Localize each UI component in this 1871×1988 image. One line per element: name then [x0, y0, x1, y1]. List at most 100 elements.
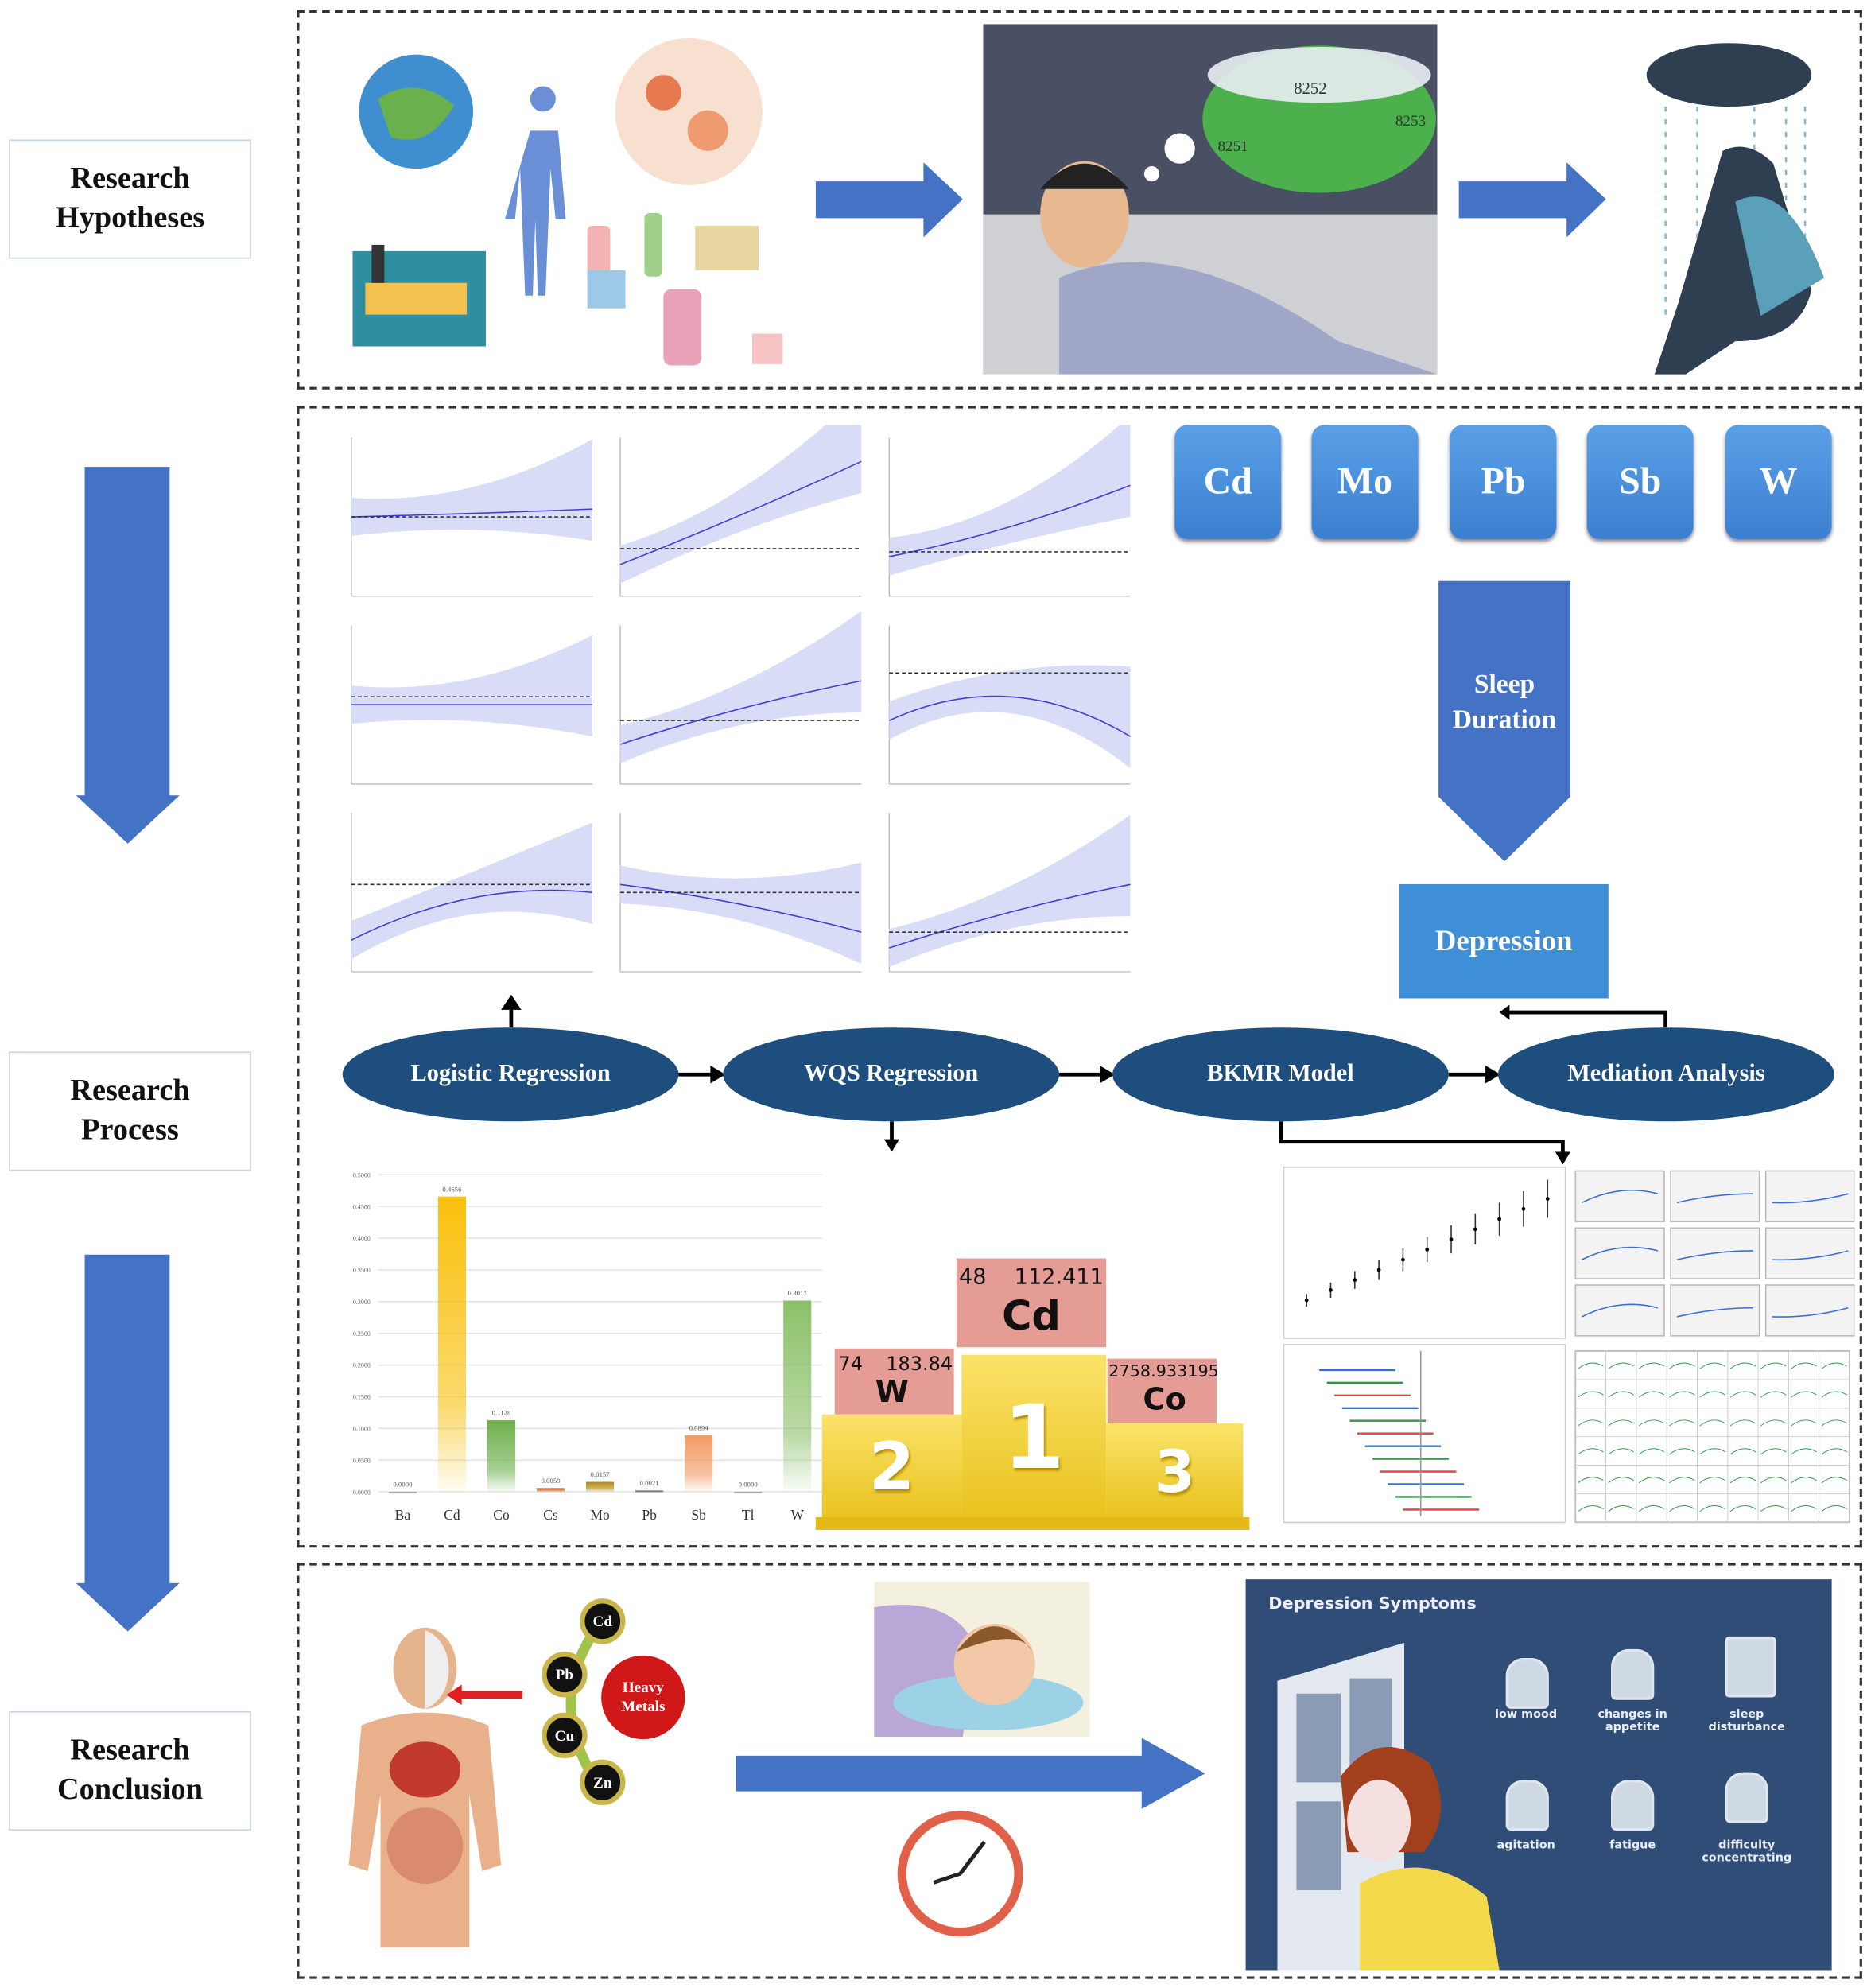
point [1376, 1268, 1381, 1272]
interaction-line [1578, 1419, 1604, 1427]
interaction-line [1669, 1419, 1695, 1427]
interaction-line [1578, 1391, 1604, 1398]
atomic-number: 74 [838, 1352, 863, 1376]
podium-second: 2 [821, 1414, 962, 1520]
clock-icon [897, 1811, 1023, 1937]
interaction-line [1729, 1477, 1756, 1484]
bar-value-label: 0.0000 [393, 1481, 413, 1489]
spline-plots-grid [351, 425, 1131, 973]
interaction-line [1729, 1448, 1756, 1455]
bar-mo [586, 1481, 615, 1493]
element-cd: Cd [1174, 425, 1282, 540]
y-tick-label: 0.0500 [353, 1457, 371, 1464]
point [1521, 1206, 1526, 1211]
interaction-line [1638, 1419, 1665, 1427]
difficulty-concentrating-icon [1725, 1772, 1768, 1823]
left-arrow-icon [446, 1684, 523, 1706]
interaction-line [1638, 1448, 1665, 1455]
response-line [1676, 1250, 1753, 1260]
x-tick-label: Cs [543, 1507, 558, 1523]
heavy-metals-badge: Heavy Metals [601, 1655, 685, 1740]
label-research-hypotheses: Research Hypotheses [9, 139, 251, 259]
univariate-plot [1764, 1170, 1855, 1223]
spline-line [351, 889, 593, 941]
sleep-duration-label: Sleep Duration [1452, 668, 1557, 735]
sleep-disturbance-icon [1725, 1636, 1776, 1698]
x-tick-label: W [790, 1507, 804, 1523]
atomic-mass: 2758.933195 [1108, 1362, 1219, 1382]
response-line [1581, 1246, 1659, 1260]
interaction-line [1699, 1419, 1725, 1427]
hypotheses-panel [297, 10, 1862, 390]
bar-value-label: 0.0000 [739, 1481, 759, 1489]
interaction-line [1699, 1505, 1725, 1512]
interaction-line [1578, 1505, 1604, 1512]
interaction-line [1578, 1477, 1604, 1484]
univariate-plot [1574, 1284, 1665, 1337]
x-tick-label: Co [493, 1507, 510, 1523]
interaction-line [1608, 1362, 1634, 1369]
interaction-line [1608, 1419, 1634, 1427]
confidence-band [351, 439, 593, 541]
bar-ba [388, 1492, 417, 1494]
y-tick-label: 0.2500 [353, 1330, 371, 1338]
y-tick-label: 0.1000 [353, 1425, 371, 1432]
spline-line [889, 883, 1131, 949]
x-tick-label: Cd [444, 1507, 460, 1523]
element-symbol: Cd [1001, 1291, 1061, 1340]
response-line [1772, 1193, 1849, 1204]
interaction-line [1699, 1391, 1725, 1398]
element-symbol: W [875, 1373, 910, 1410]
confidence-band [889, 665, 1131, 768]
x-tick-label: Sb [691, 1507, 706, 1523]
response-line [1676, 1307, 1753, 1318]
interaction-line [1791, 1505, 1817, 1512]
interaction-line [1669, 1448, 1695, 1455]
y-tick-label: 0.4500 [353, 1203, 371, 1210]
bkmr-result-plots [1283, 1166, 1855, 1524]
metal-zn: Zn [580, 1759, 626, 1806]
interaction-line [1791, 1391, 1817, 1398]
interaction-line [1821, 1448, 1848, 1455]
bar-value-label: 0.0157 [591, 1470, 611, 1478]
conclusion-panel [297, 1563, 1862, 1979]
down-arrow-icon [76, 467, 180, 844]
point [1449, 1237, 1454, 1242]
confidence-band [620, 611, 862, 763]
interaction-line [1760, 1448, 1787, 1455]
spline-line [619, 883, 862, 933]
confidence-band [889, 814, 1131, 968]
wqs-weights-bar-chart: 0.00000.05000.10000.15000.20000.25000.30… [353, 1171, 822, 1523]
process-panel [297, 406, 1862, 1548]
confidence-band [620, 862, 862, 965]
symptoms-title: Depression Symptoms [1268, 1594, 1477, 1614]
bar-cs [536, 1488, 565, 1493]
interaction-line [1760, 1391, 1787, 1398]
metal-cu: Cu [542, 1712, 588, 1759]
podium-plate-cd: 48 112.411 Cd [956, 1258, 1107, 1348]
podium-first: 1 [961, 1354, 1107, 1520]
interaction-line [1669, 1505, 1695, 1512]
interaction-line [1729, 1505, 1756, 1512]
bar-co [487, 1420, 516, 1493]
interaction-line [1760, 1505, 1787, 1512]
interaction-line [1821, 1505, 1848, 1512]
interaction-line [1578, 1362, 1604, 1369]
spline-line [619, 680, 862, 745]
bar-value-label: 0.0021 [640, 1479, 659, 1487]
woman-at-window-illustration [1277, 1642, 1500, 1971]
symptom-label: fatigue [1609, 1839, 1656, 1853]
y-tick-label: 0.3500 [353, 1267, 371, 1274]
response-line [1772, 1307, 1849, 1318]
down-arrow-icon [76, 1254, 180, 1632]
symptom-label: low mood [1495, 1708, 1558, 1722]
x-tick-label: Pb [642, 1507, 657, 1523]
symptom-label: sleep disturbance [1708, 1708, 1785, 1734]
interaction-line [1791, 1477, 1817, 1484]
bar-value-label: 0.3017 [788, 1289, 808, 1297]
insomnia-illustration: 8252 8253 8251 [983, 24, 1438, 375]
interaction-line [1699, 1362, 1725, 1369]
y-tick-label: 0.3000 [353, 1299, 371, 1306]
interaction-line [1699, 1448, 1725, 1455]
point [1425, 1247, 1430, 1252]
